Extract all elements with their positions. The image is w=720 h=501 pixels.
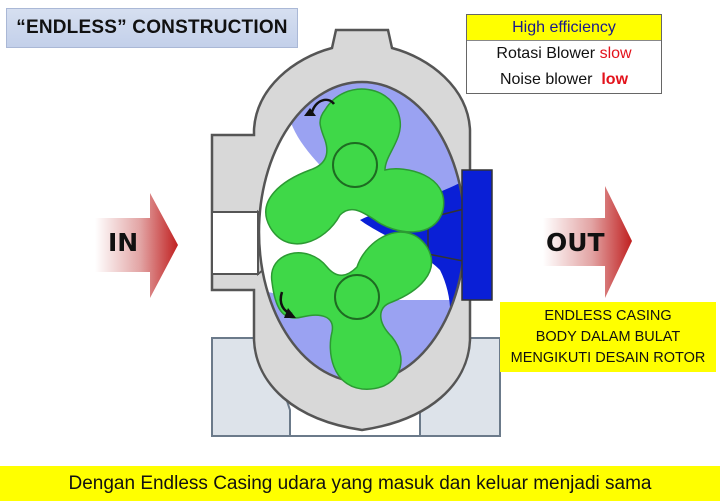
- inlet-arrow: [95, 193, 178, 298]
- note-line-2: BODY DALAM BULAT: [535, 328, 681, 345]
- inlet-label: IN: [108, 228, 139, 257]
- spec-noise-label: Noise blower: [499, 71, 602, 88]
- spec-box: High efficiency Rotasi Blower slow Noise…: [466, 14, 662, 94]
- spec-header: High efficiency: [467, 15, 661, 41]
- upper-rotor: [265, 88, 445, 245]
- spec-rotation-label: Rotasi Blower: [496, 45, 600, 62]
- note-line-3: MENGIKUTI DESAIN ROTOR: [510, 349, 706, 366]
- spec-row-rotation: Rotasi Blower slow: [467, 41, 661, 67]
- spec-noise-value: low: [601, 71, 629, 88]
- outlet-label: OUT: [546, 228, 605, 257]
- page-title: “ENDLESS” CONSTRUCTION: [6, 8, 298, 48]
- inlet-port: [211, 211, 259, 275]
- spec-rotation-value: slow: [599, 45, 632, 62]
- note-box: ENDLESS CASING BODY DALAM BULAT MENGIKUT…: [500, 302, 716, 372]
- spec-row-noise: Noise blower low: [467, 67, 661, 93]
- footer-caption: Dengan Endless Casing udara yang masuk d…: [0, 466, 720, 501]
- outlet-arrow: [543, 186, 632, 298]
- note-line-1: ENDLESS CASING: [544, 307, 672, 324]
- upper-rotor-rotation-icon: [310, 98, 335, 113]
- lower-rotor: [270, 231, 433, 390]
- outlet-port: [461, 169, 493, 301]
